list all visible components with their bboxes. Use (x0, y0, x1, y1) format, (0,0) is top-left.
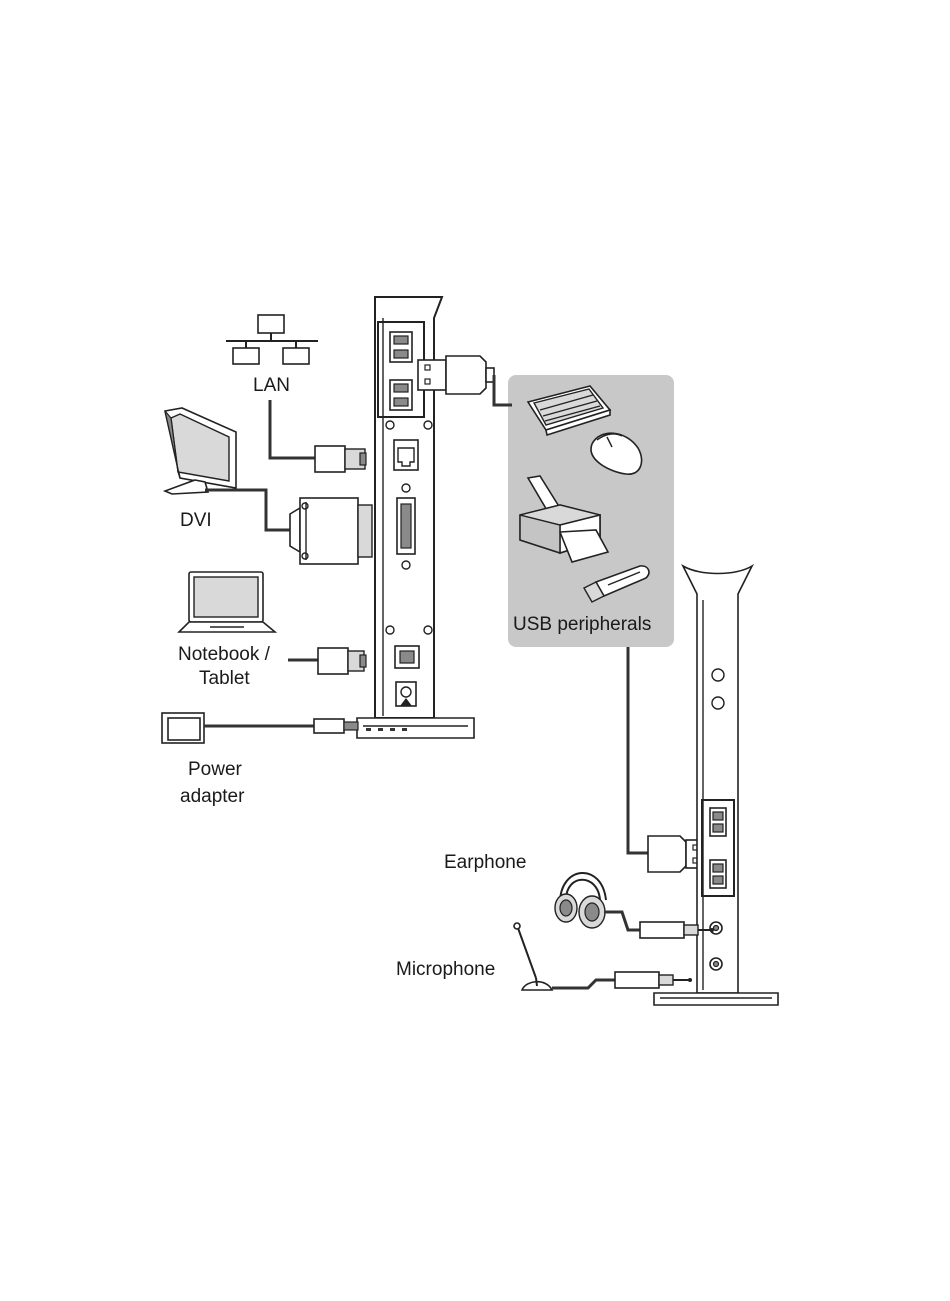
headphones-icon (555, 873, 606, 928)
lan-label: LAN (253, 375, 290, 396)
microphone-label: Microphone (396, 959, 495, 980)
usb-cable-to-peripherals (418, 356, 512, 405)
lan-cable (270, 400, 366, 472)
notebook-label-line2: Tablet (199, 668, 250, 689)
microphone-icon (514, 923, 552, 990)
power-label-line2: adapter (180, 786, 245, 807)
usb-peripherals-label: USB peripherals (513, 614, 651, 635)
monitor-icon (165, 408, 236, 494)
dvi-label: DVI (180, 510, 212, 531)
dvi-cable (205, 490, 372, 564)
power-adapter-icon (162, 713, 358, 743)
notebook-label-line1: Notebook / (178, 644, 271, 665)
usb-cable-to-second-dock (628, 647, 648, 853)
lan-network-icon (226, 315, 318, 364)
laptop-icon (179, 572, 275, 632)
notebook-cable (288, 648, 366, 674)
power-label-line1: Power (188, 759, 243, 780)
microphone-cable (552, 972, 692, 988)
earphone-label: Earphone (444, 852, 526, 873)
